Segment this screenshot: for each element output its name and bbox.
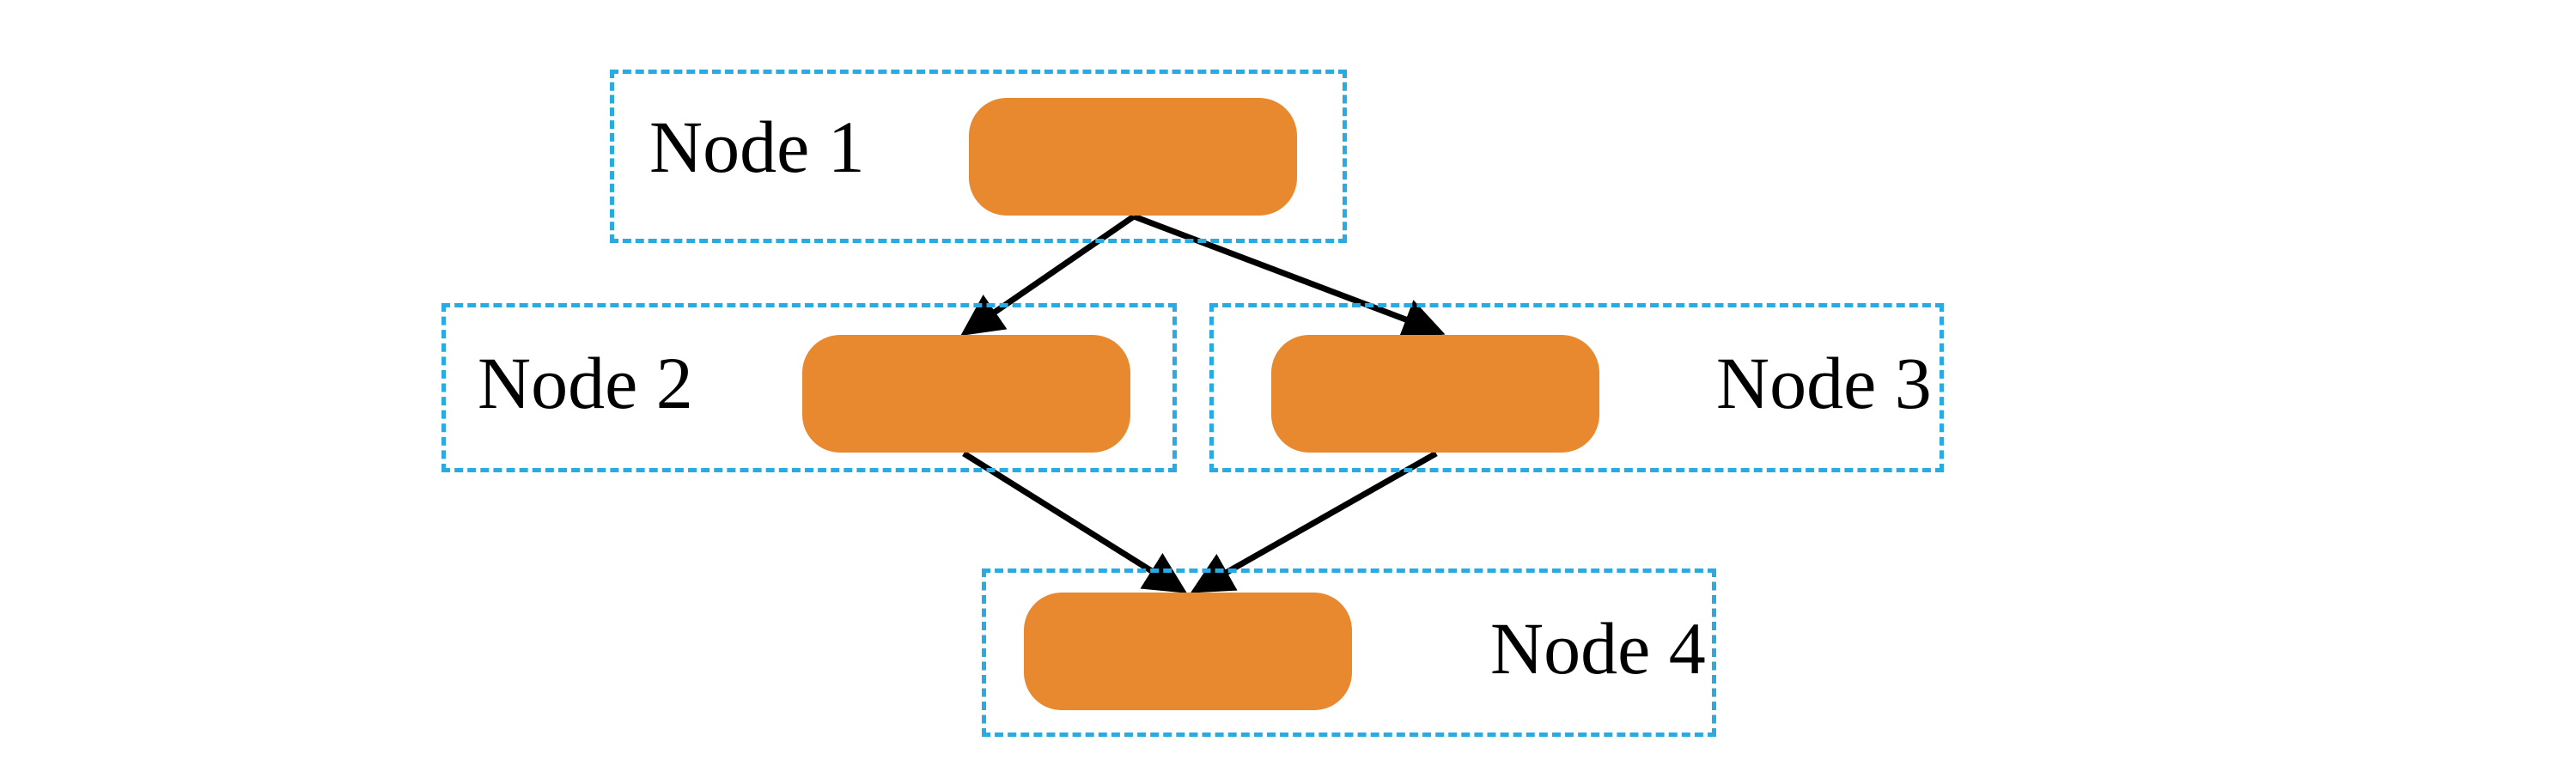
node-label-node-1: Node 1 [649,106,865,188]
group-frame-node-2[interactable] [442,303,1177,472]
node-box-node-2[interactable] [802,335,1130,453]
node-label-node-2: Node 2 [478,342,693,424]
node-label-node-4: Node 4 [1490,607,1706,690]
node-box-node-1[interactable] [969,98,1297,216]
group-frame-node-4[interactable] [982,568,1716,737]
group-frame-node-1[interactable] [610,70,1347,243]
node-box-node-3[interactable] [1271,335,1599,453]
node-label-node-3: Node 3 [1716,342,1932,424]
node-box-node-4[interactable] [1024,593,1352,710]
group-frame-node-3[interactable] [1209,303,1944,472]
